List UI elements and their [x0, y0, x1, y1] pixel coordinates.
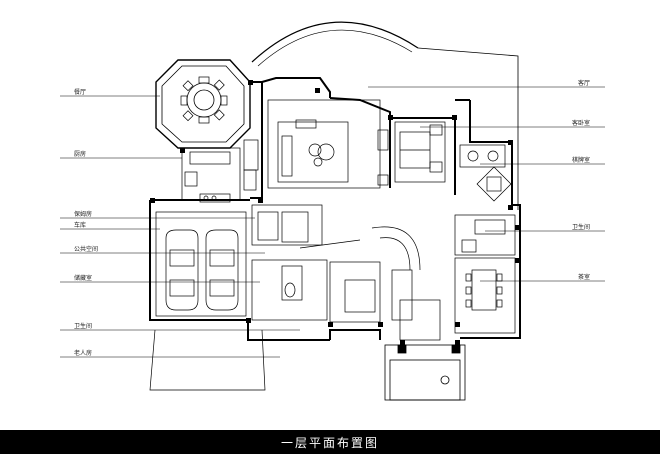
- kitchen: [181, 147, 241, 203]
- chess-room: [459, 144, 512, 202]
- label-tea-room: 茶室: [578, 274, 591, 281]
- bay-window-arc: [251, 21, 419, 63]
- bathroom-right: [454, 214, 516, 256]
- label-elder-room: 老人房: [74, 350, 93, 357]
- label-kitchen: 厨房: [74, 151, 87, 158]
- dining-room: [155, 59, 251, 149]
- label-nanny-room: 保姆房: [74, 211, 93, 218]
- label-storage: 储藏室: [74, 275, 93, 282]
- label-guest-bedroom: 客卧室: [572, 120, 591, 127]
- title-bar: 一层平面布置图: [0, 430, 660, 454]
- label-bathroom-right: 卫生间: [572, 224, 591, 231]
- label-living-room: 客厅: [578, 80, 591, 87]
- label-public-space: 公共空间: [74, 246, 99, 253]
- guest-bedroom: [394, 121, 446, 183]
- tea-room: [454, 257, 516, 334]
- garage: [155, 211, 247, 317]
- label-garage: 车库: [74, 222, 87, 229]
- floor-plan-drawing: [60, 21, 605, 401]
- living-room: [243, 99, 389, 191]
- label-bathroom-left: 卫生间: [74, 323, 93, 330]
- plan-title: 一层平面布置图: [280, 435, 379, 450]
- label-chess-room: 棋牌室: [572, 157, 591, 164]
- label-dining: 餐厅: [74, 89, 87, 96]
